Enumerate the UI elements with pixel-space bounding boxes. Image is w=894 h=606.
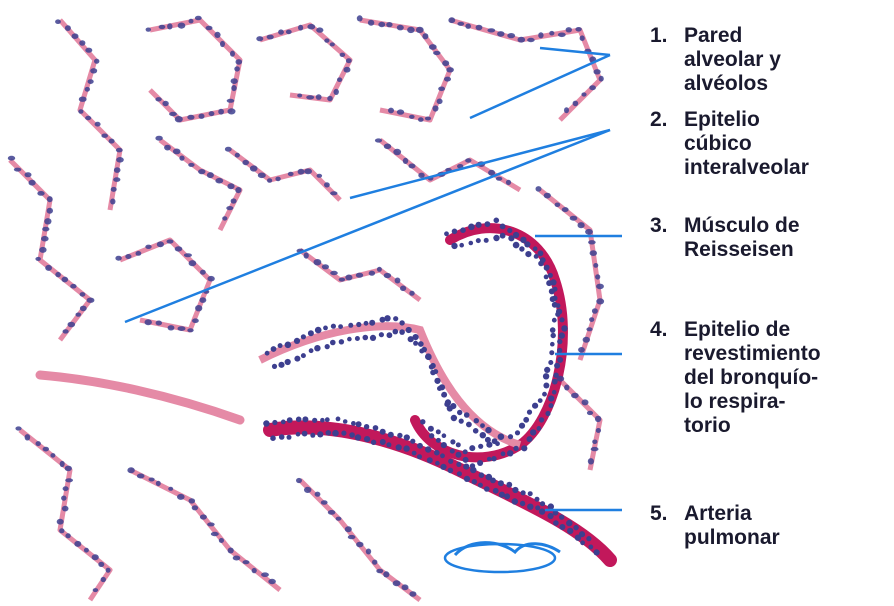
label-1-number: 1. xyxy=(650,24,684,48)
label-5-line-2: pulmonar xyxy=(650,526,890,550)
label-1: 1.Pared alveolar y alvéolos xyxy=(650,24,890,96)
label-5: 5.Arteria pulmonar xyxy=(650,502,890,550)
label-3-number: 3. xyxy=(650,214,684,238)
label-3-line-1: Músculo de xyxy=(684,214,800,237)
label-4: 4.Epitelio de revestimiento del bronquío… xyxy=(650,318,890,438)
label-4-line-4: lo respira- xyxy=(650,390,890,414)
artist-signature xyxy=(445,543,560,572)
pulmonary-artery xyxy=(40,375,610,560)
label-1-line-3: alvéolos xyxy=(650,72,890,96)
label-4-line-2: revestimiento xyxy=(650,342,890,366)
pointer-line-1b xyxy=(470,55,610,118)
label-5-number: 5. xyxy=(650,502,684,526)
label-2-number: 2. xyxy=(650,108,684,132)
label-3: 3.Músculo de Reisseisen xyxy=(650,214,890,262)
label-4-line-3: del bronquío- xyxy=(650,366,890,390)
label-1-line-2: alveolar y xyxy=(650,48,890,72)
pointer-line-2b xyxy=(125,130,610,322)
label-4-number: 4. xyxy=(650,318,684,342)
label-1-line-1: Pared xyxy=(684,24,742,47)
label-4-line-1: Epitelio de xyxy=(684,318,790,341)
label-2-line-1: Epitelio xyxy=(684,108,760,131)
pointer-line-1a xyxy=(540,48,610,55)
alveolar-tissue xyxy=(10,20,600,600)
label-2-line-2: cúbico xyxy=(650,132,890,156)
label-3-line-2: Reisseisen xyxy=(650,238,890,262)
label-2: 2.Epitelio cúbico interalveolar xyxy=(650,108,890,180)
label-4-line-5: torio xyxy=(650,414,890,438)
pointer-line-2a xyxy=(350,130,610,198)
label-2-line-3: interalveolar xyxy=(650,156,890,180)
label-5-line-1: Arteria xyxy=(684,502,752,525)
cell-nuclei xyxy=(8,15,604,597)
